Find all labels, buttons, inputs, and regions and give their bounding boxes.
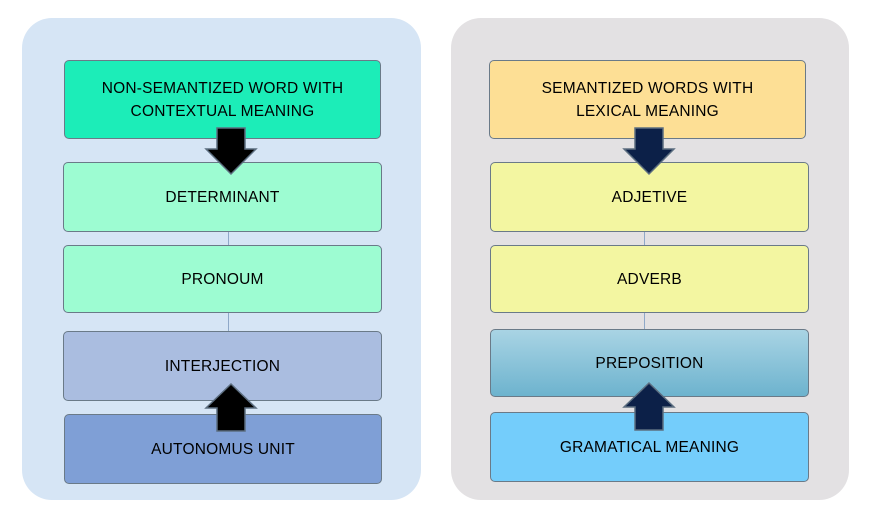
right-connector-2 <box>644 313 645 329</box>
left-header-box: NON-SEMANTIZED WORD WITH CONTEXTUAL MEAN… <box>64 60 381 139</box>
left-item-label: PRONOUM <box>181 270 264 288</box>
left-item-label: INTERJECTION <box>164 357 281 375</box>
right-down-arrow <box>622 127 676 176</box>
right-item-adverb: ADVERB <box>490 245 809 313</box>
left-footer-label: AUTONOMUS UNIT <box>151 440 295 458</box>
right-item-preposition: PREPOSITION <box>490 329 809 397</box>
left-up-arrow <box>204 382 258 432</box>
left-connector-2 <box>228 313 229 331</box>
left-down-arrow <box>204 127 258 176</box>
right-footer-label: GRAMATICAL MEANING <box>559 438 740 456</box>
right-item-label: PREPOSITION <box>595 354 704 372</box>
left-header-label: NON-SEMANTIZED WORD WITH CONTEXTUAL MEAN… <box>101 79 344 120</box>
left-item-interjection: INTERJECTION <box>63 331 382 401</box>
left-item-label: DETERMINANT <box>165 188 280 206</box>
right-item-label: ADJETIVE <box>611 188 688 206</box>
left-item-pronoum: PRONOUM <box>63 245 382 313</box>
right-header-label: SEMANTIZED WORDS WITH LEXICAL MEANING <box>541 79 754 120</box>
right-header-box: SEMANTIZED WORDS WITH LEXICAL MEANING <box>489 60 806 139</box>
right-up-arrow <box>622 381 676 431</box>
right-connector-1 <box>644 232 645 245</box>
right-item-label: ADVERB <box>617 270 682 288</box>
left-connector-1 <box>228 232 229 245</box>
